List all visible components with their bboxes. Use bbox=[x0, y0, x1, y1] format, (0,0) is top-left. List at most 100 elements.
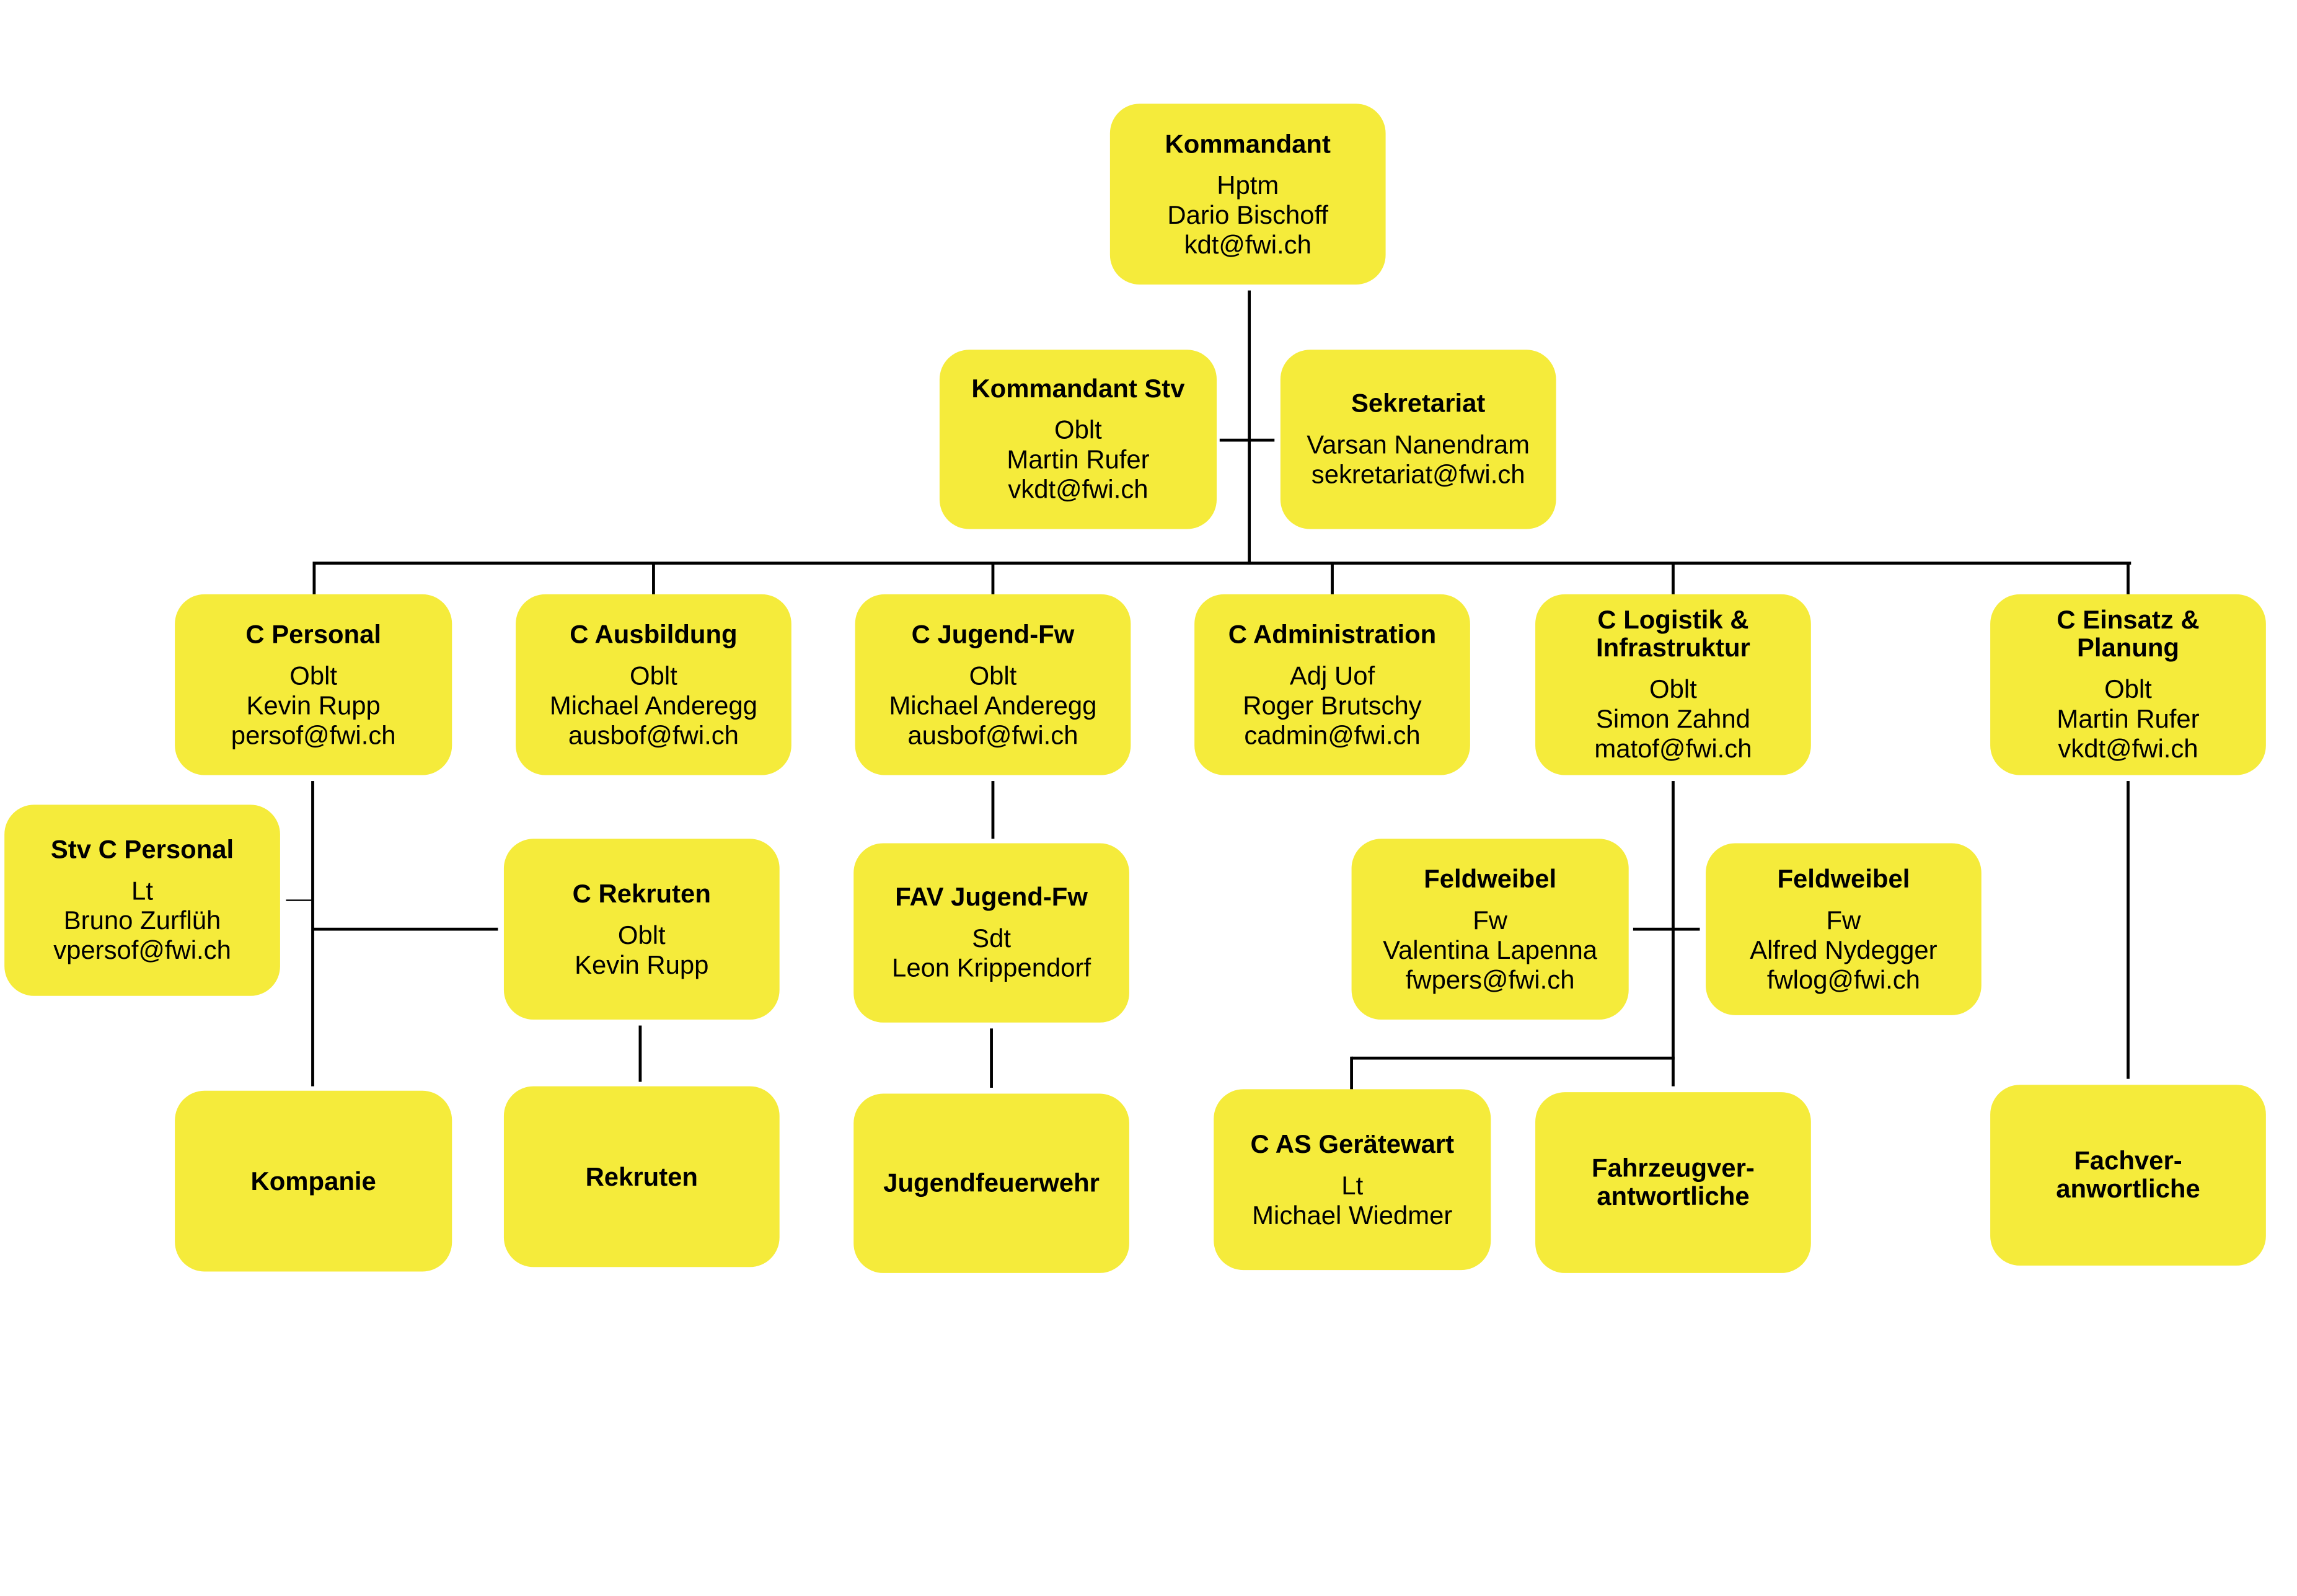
connector-line bbox=[312, 563, 316, 594]
box-line: Oblt bbox=[630, 660, 677, 690]
connector-line bbox=[990, 1028, 993, 1088]
box-line: Kevin Rupp bbox=[575, 949, 709, 979]
box-line: Lt bbox=[131, 876, 153, 906]
box-line: fwpers@fwi.ch bbox=[1405, 964, 1575, 994]
box-title: Kommandant Stv bbox=[971, 373, 1185, 403]
connector-line bbox=[1633, 927, 1700, 931]
connector-line bbox=[2127, 781, 2130, 1079]
box-line: Fw bbox=[1473, 904, 1508, 935]
box-title: Sekretariat bbox=[1351, 388, 1486, 418]
box-line: Bruno Zurflüh bbox=[63, 905, 221, 935]
connector-line bbox=[1331, 563, 1334, 594]
box-title: C AS Gerätewart bbox=[1250, 1128, 1455, 1158]
box-line: Alfred Nydegger bbox=[1750, 934, 1938, 964]
connector-line bbox=[991, 563, 995, 594]
org-box-jug: Jugendfeuerwehr bbox=[853, 1093, 1129, 1273]
box-line: Martin Rufer bbox=[1007, 444, 1150, 475]
box-line: Michael Anderegg bbox=[549, 690, 757, 720]
box-line: Oblt bbox=[1054, 415, 1102, 445]
box-line: vpersof@fwi.ch bbox=[53, 935, 231, 965]
box-line: fwlog@fwi.ch bbox=[1766, 964, 1920, 994]
org-box-fach: Fachver- anwortliche bbox=[1990, 1085, 2266, 1266]
box-line: vkdt@fwi.ch bbox=[2058, 733, 2198, 764]
box-title: C Ausbildung bbox=[570, 619, 738, 649]
connector-line bbox=[311, 781, 314, 1087]
box-line: Simon Zahnd bbox=[1595, 703, 1750, 734]
box-line: Michael Wiedmer bbox=[1252, 1199, 1453, 1230]
box-line: sekretariat@fwi.ch bbox=[1311, 459, 1525, 490]
box-title: Fachver- anwortliche bbox=[2056, 1145, 2200, 1204]
connector-line bbox=[1672, 563, 1675, 594]
box-title: C Einsatz & Planung bbox=[2057, 604, 2200, 663]
box-line: Martin Rufer bbox=[2057, 703, 2200, 734]
box-title: Stv C Personal bbox=[50, 834, 234, 864]
box-line: Sdt bbox=[972, 923, 1011, 953]
box-title: Rekruten bbox=[585, 1161, 698, 1191]
box-title: FAV Jugend-Fw bbox=[895, 881, 1088, 912]
box-line: Oblt bbox=[969, 660, 1017, 690]
box-line: kdt@fwi.ch bbox=[1184, 229, 1312, 259]
box-title: C Administration bbox=[1228, 619, 1437, 649]
box-title: C Jugend-Fw bbox=[911, 619, 1075, 649]
box-line: persof@fwi.ch bbox=[231, 719, 396, 749]
box-line: ausbof@fwi.ch bbox=[907, 719, 1078, 749]
box-title: C Rekruten bbox=[572, 878, 711, 908]
box-line: Oblt bbox=[2104, 674, 2152, 704]
box-line: Michael Anderegg bbox=[889, 690, 1097, 720]
connector-line bbox=[286, 899, 313, 901]
connector-line bbox=[312, 927, 498, 931]
box-line: matof@fwi.ch bbox=[1594, 733, 1752, 764]
box-line: Dario Bischoff bbox=[1167, 199, 1329, 229]
box-line: Lt bbox=[1341, 1170, 1364, 1200]
box-line: Roger Brutschy bbox=[1243, 690, 1422, 720]
box-title: Feldweibel bbox=[1777, 863, 1910, 893]
box-line: Leon Krippendorf bbox=[892, 953, 1091, 983]
box-line: Adj Uof bbox=[1289, 660, 1375, 690]
connector-line bbox=[312, 562, 2132, 565]
box-line: vkdt@fwi.ch bbox=[1008, 474, 1148, 504]
box-title: Jugendfeuerwehr bbox=[883, 1168, 1100, 1197]
box-title: Fahrzeugver- antwortliche bbox=[1592, 1153, 1755, 1211]
connector-line bbox=[2127, 563, 2130, 594]
box-title: C Personal bbox=[245, 619, 382, 649]
connector-line bbox=[638, 1025, 642, 1082]
box-line: Valentina Lapenna bbox=[1383, 934, 1598, 964]
connector-line bbox=[1672, 781, 1675, 1087]
connector-line bbox=[1219, 438, 1275, 442]
box-line: Kevin Rupp bbox=[246, 690, 381, 720]
box-line: Oblt bbox=[617, 919, 666, 950]
box-line: Hptm bbox=[1217, 169, 1279, 200]
connector-line bbox=[1248, 290, 1251, 565]
box-line: cadmin@fwi.ch bbox=[1244, 719, 1421, 749]
box-line: ausbof@fwi.ch bbox=[568, 719, 739, 749]
box-line: Fw bbox=[1826, 904, 1861, 935]
connector-line bbox=[991, 781, 995, 839]
org-box-komp: Kompanie bbox=[175, 1090, 452, 1272]
box-title: Feldweibel bbox=[1424, 863, 1557, 893]
box-title: Kommandant bbox=[1165, 128, 1331, 158]
connector-line bbox=[1350, 1056, 1353, 1090]
connector-line bbox=[652, 563, 655, 594]
box-line: Oblt bbox=[1649, 674, 1697, 704]
box-line: Oblt bbox=[289, 660, 338, 690]
org-box-rekr: Rekruten bbox=[503, 1086, 780, 1268]
box-title: Kompanie bbox=[250, 1165, 376, 1196]
box-title: C Logistik & Infrastruktur bbox=[1596, 604, 1750, 663]
org-box-fahr: Fahrzeugver- antwortliche bbox=[1535, 1092, 1811, 1273]
connector-line bbox=[1351, 1056, 1675, 1060]
